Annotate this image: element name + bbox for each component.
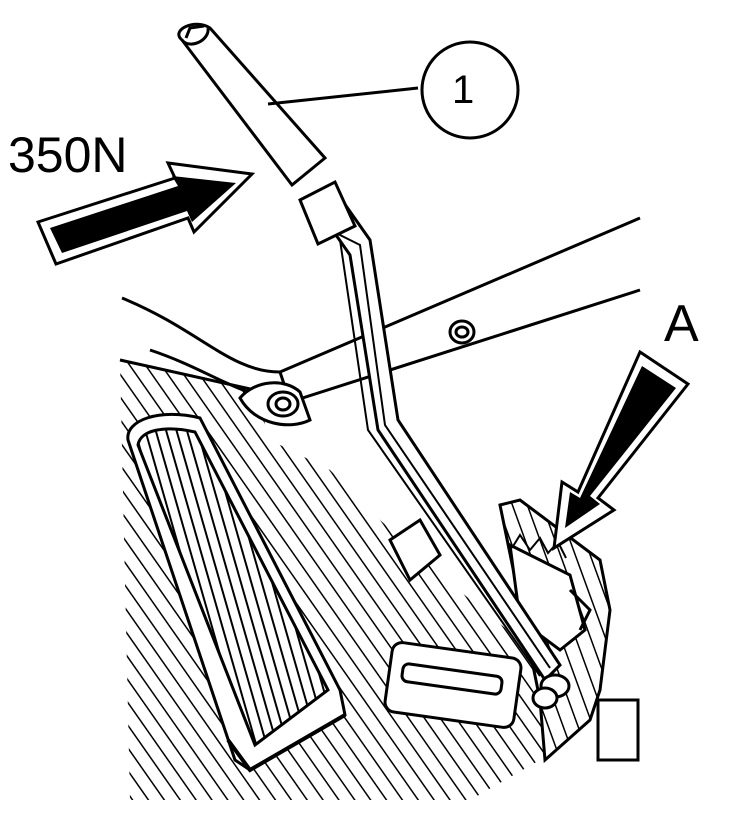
- view-label: A: [664, 295, 699, 353]
- callout-1: [267, 40, 520, 140]
- view-arrow: [552, 349, 691, 551]
- callout-number: 1: [452, 68, 475, 112]
- force-label: 350N: [8, 127, 128, 183]
- parking-brake-lever: [177, 22, 571, 710]
- force-arrow: [35, 161, 256, 266]
- accelerator-pedal: [126, 413, 347, 773]
- cross-rail: [121, 216, 641, 427]
